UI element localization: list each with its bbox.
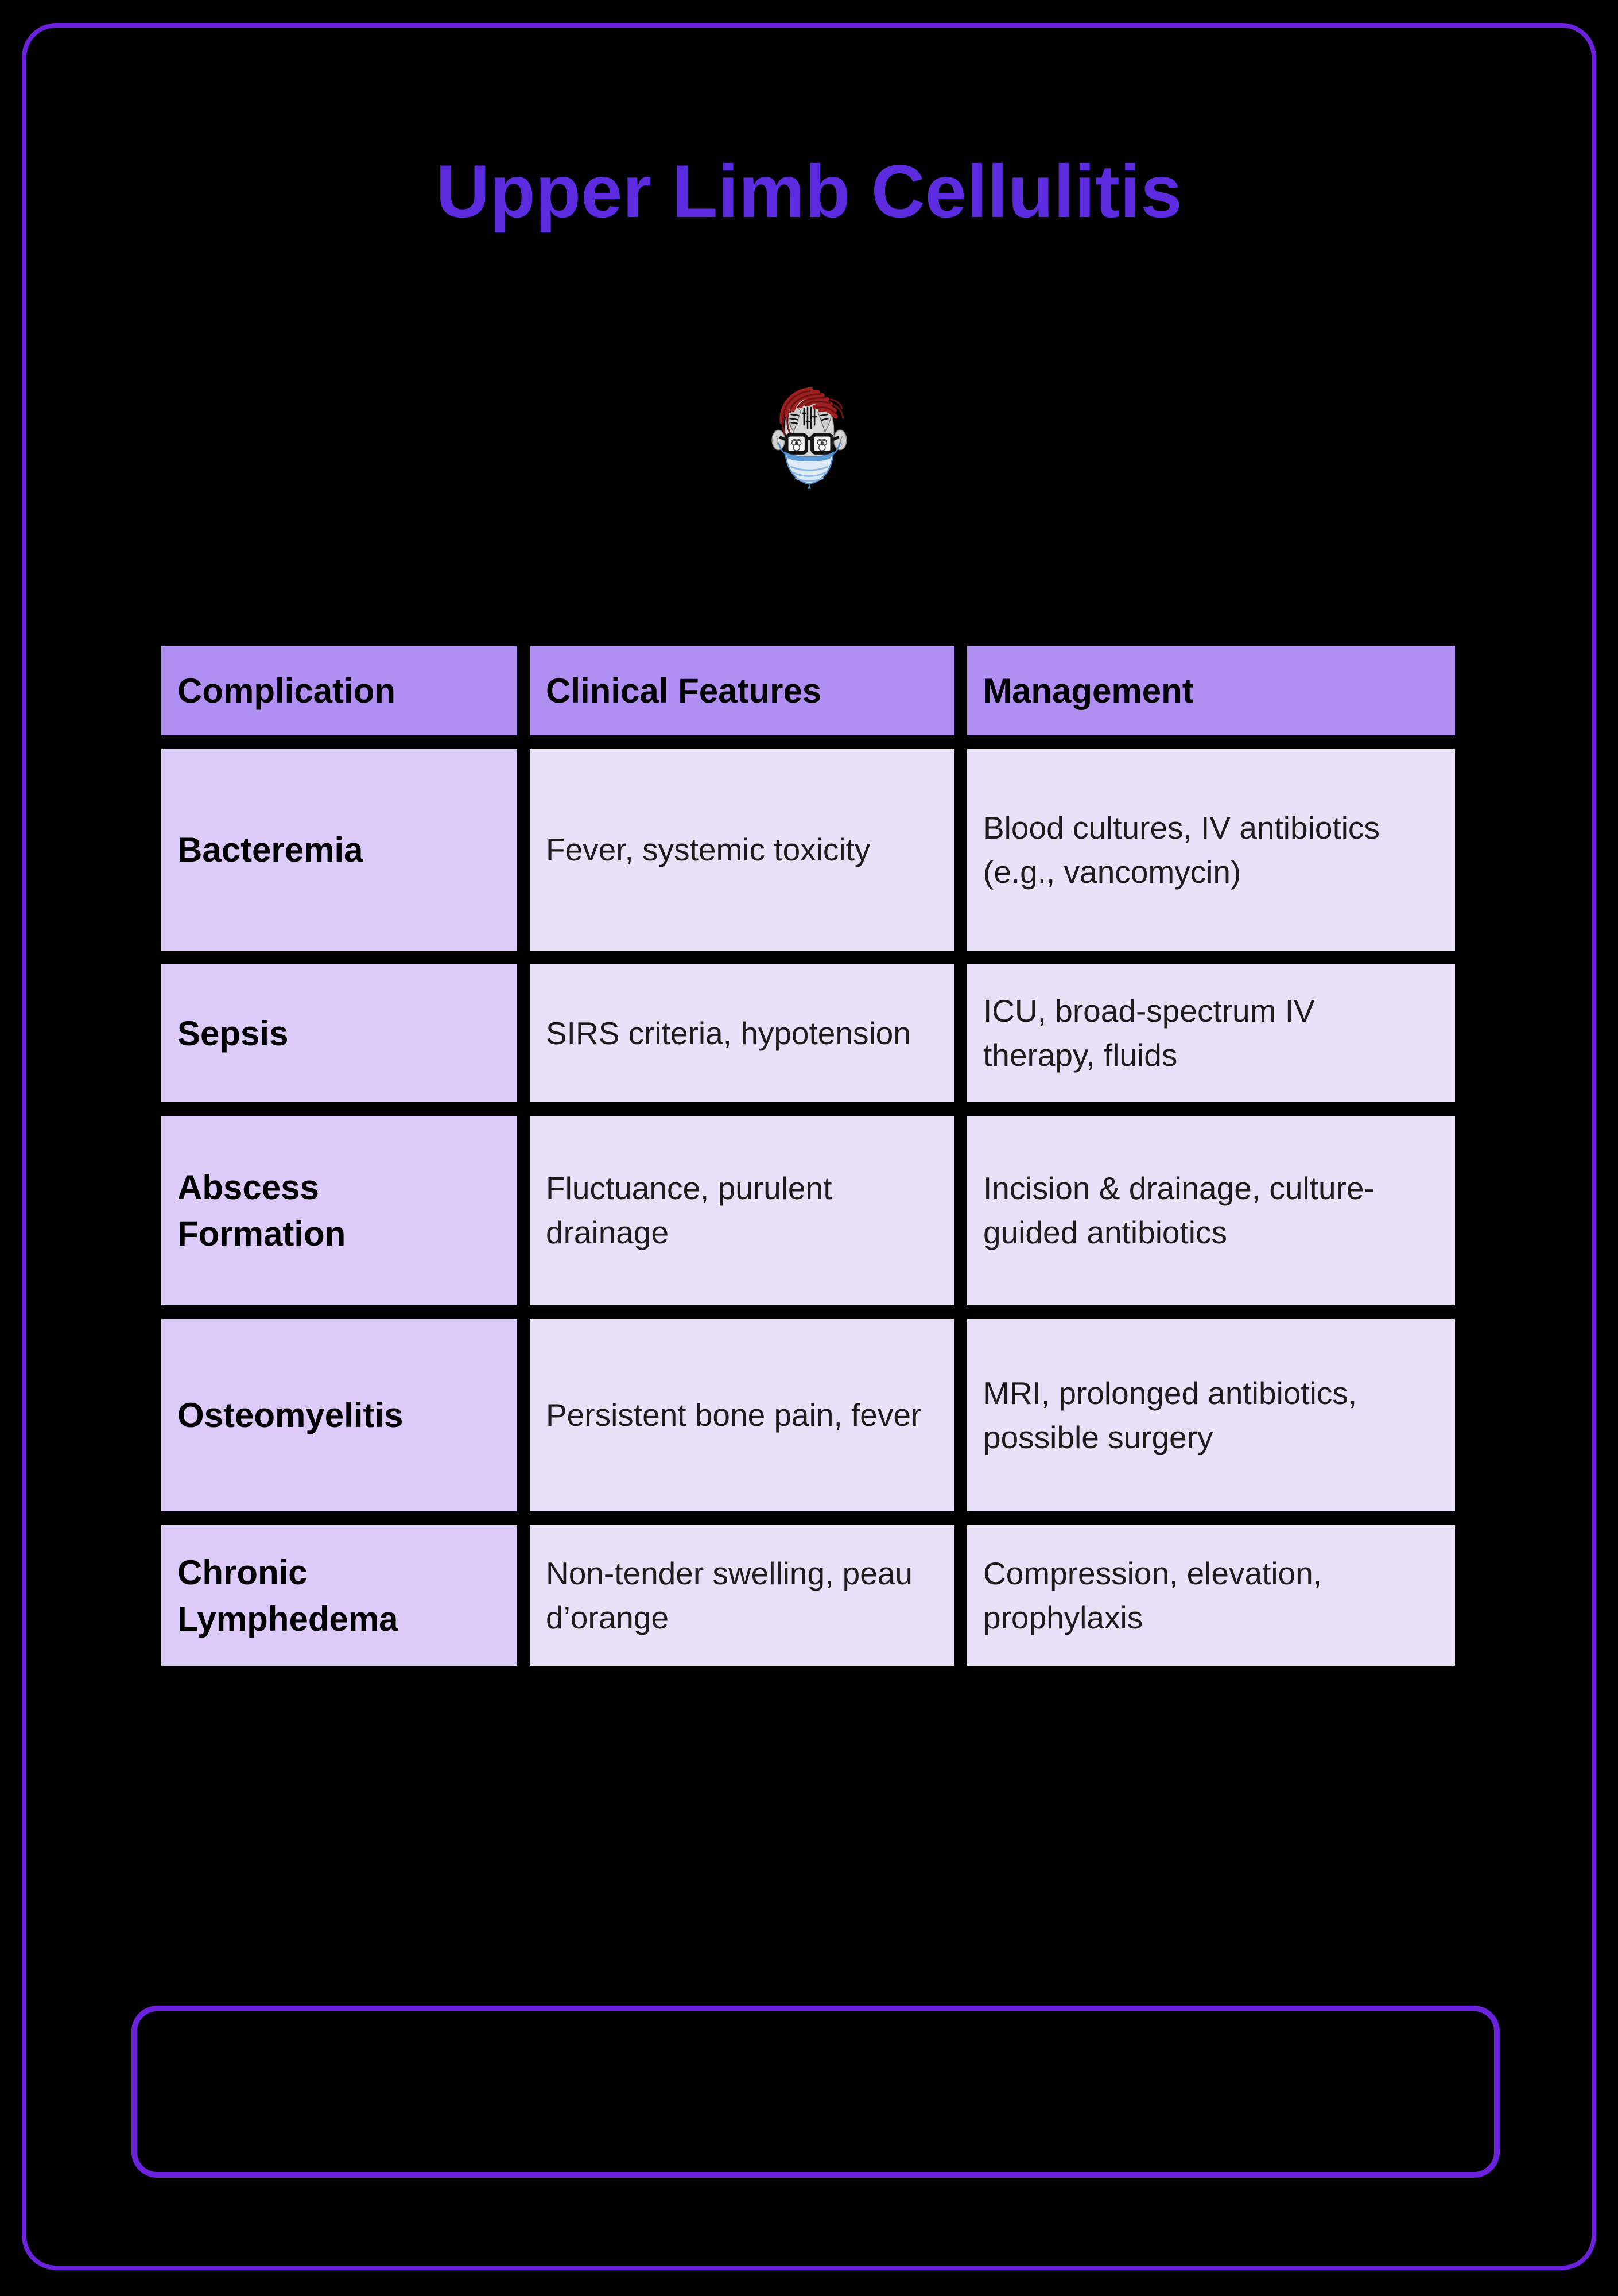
row-label-bacteremia: Bacteremia [161, 749, 517, 951]
cell-management-abscess-formation: Incision & drainage, culture-guided anti… [967, 1116, 1455, 1305]
cell-management-osteomyelitis: MRI, prolonged antibiotics, possible sur… [967, 1319, 1455, 1511]
cell-clinical-features-bacteremia: Fever, systemic toxicity [530, 749, 954, 951]
cell-clinical-features-chronic-lymphedema: Non-tender swelling, peau d’orange [530, 1525, 954, 1666]
row-label-chronic-lymphedema: Chronic Lymphedema [161, 1525, 517, 1666]
cell-clinical-features-sepsis: SIRS criteria, hypotension [530, 964, 954, 1102]
page-border-frame [22, 23, 1596, 2270]
row-label-osteomyelitis: Osteomyelitis [161, 1319, 517, 1511]
row-label-sepsis: Sepsis [161, 964, 517, 1102]
cell-clinical-features-osteomyelitis: Persistent bone pain, fever [530, 1319, 954, 1511]
complications-table: Complication Clinical Features Managemen… [161, 646, 1455, 1666]
column-header-clinical-features: Clinical Features [530, 646, 954, 735]
cell-management-bacteremia: Blood cultures, IV antibiotics (e.g., va… [967, 749, 1455, 951]
column-header-management: Management [967, 646, 1455, 735]
cell-management-chronic-lymphedema: Compression, elevation, prophylaxis [967, 1525, 1455, 1666]
doctor-avatar-icon [766, 382, 853, 495]
cell-management-sepsis: ICU, broad-spectrum IV therapy, fluids [967, 964, 1455, 1102]
cell-clinical-features-abscess-formation: Fluctuance, purulent drainage [530, 1116, 954, 1305]
empty-notes-box [131, 2006, 1500, 2178]
row-label-abscess-formation: Abscess Formation [161, 1116, 517, 1305]
column-header-complication: Complication [161, 646, 517, 735]
page-title: Upper Limb Cellulitis [436, 149, 1182, 233]
